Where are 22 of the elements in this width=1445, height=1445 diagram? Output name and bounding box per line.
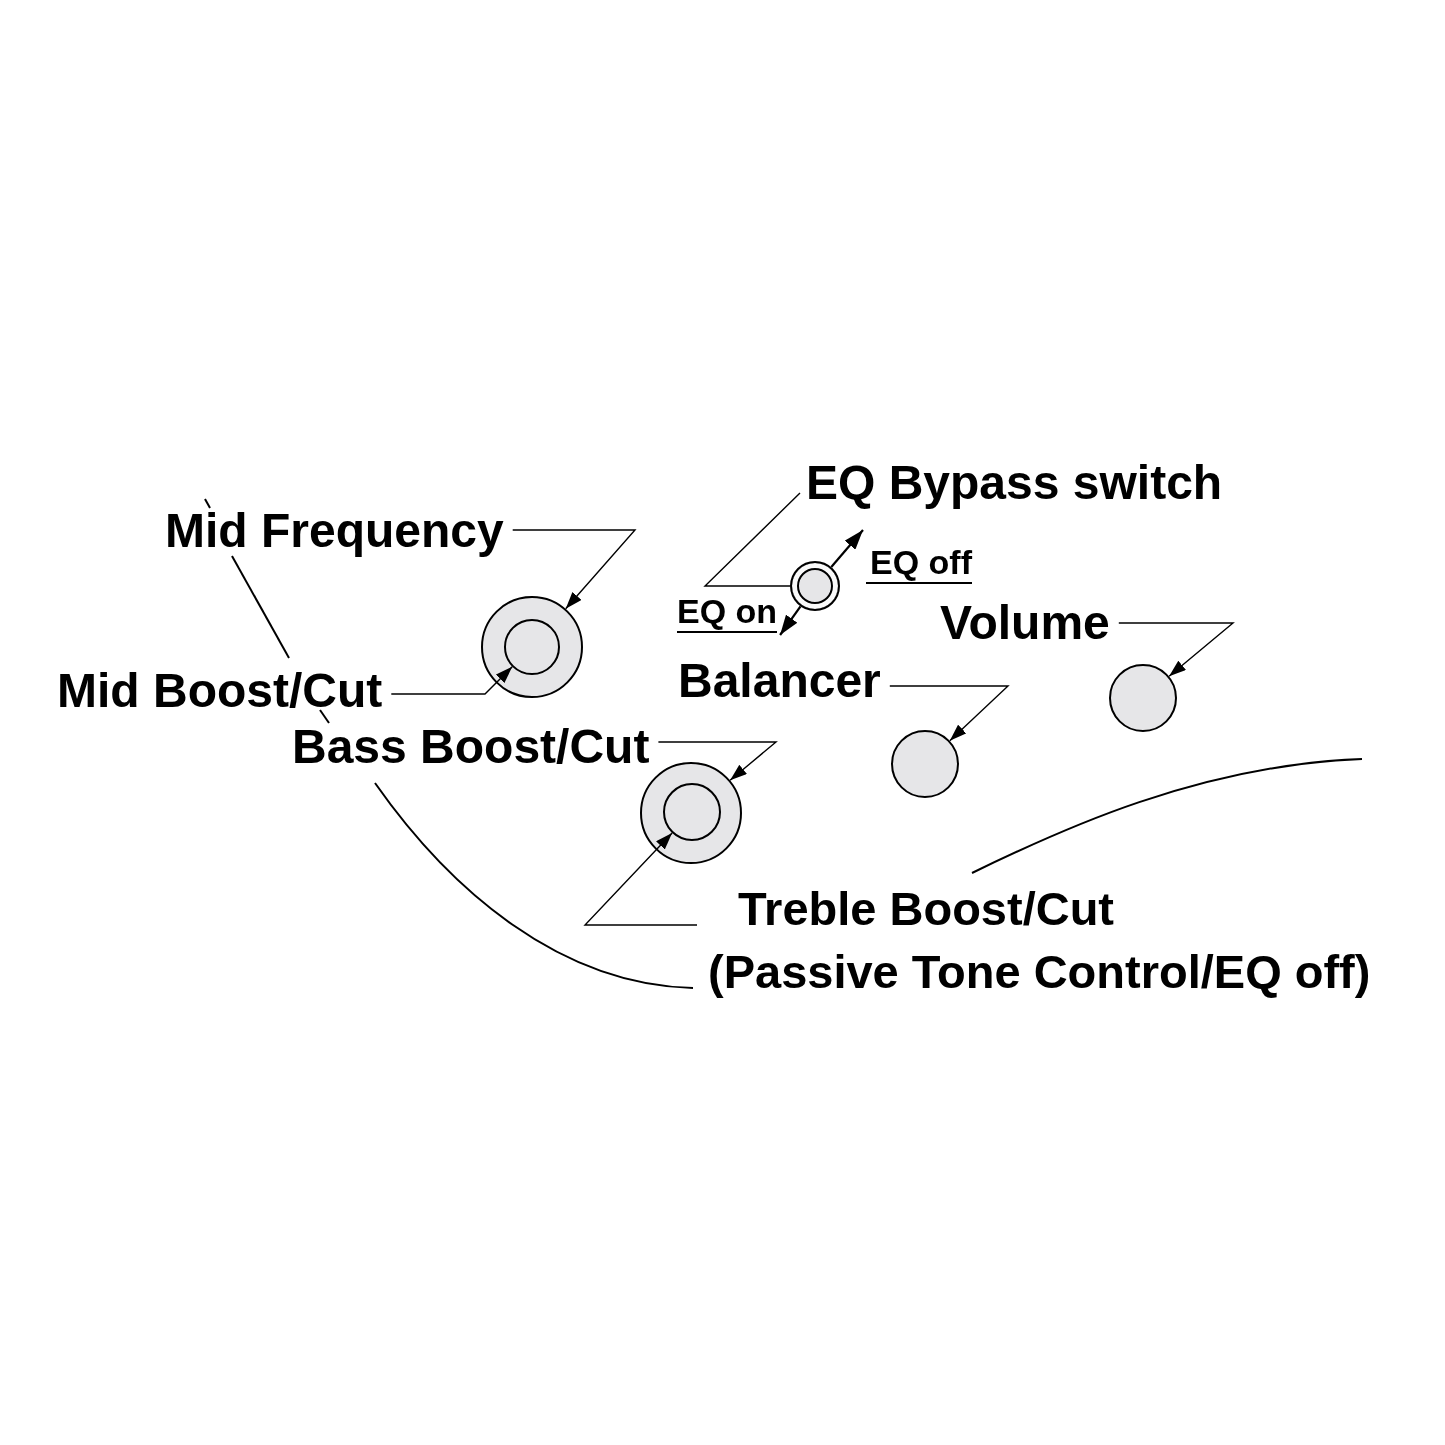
callout-label: (Passive Tone Control/EQ off) xyxy=(708,944,1371,1000)
leader-line xyxy=(703,492,801,587)
callout-label: Mid Boost/Cut xyxy=(57,665,383,717)
inner-knob xyxy=(504,619,560,675)
leader-line xyxy=(830,529,864,568)
switch-position-label: EQ off xyxy=(866,542,972,584)
inner-knob xyxy=(663,783,721,841)
leader-line xyxy=(657,741,778,781)
callout-label: Mid Frequency xyxy=(165,505,504,557)
leader-line xyxy=(583,832,698,926)
callout-label: Balancer xyxy=(678,655,881,707)
leader-line xyxy=(889,685,1010,742)
callout-label: EQ Bypass switch xyxy=(806,457,1223,509)
leader-line xyxy=(390,666,513,695)
leader-line xyxy=(1118,622,1235,677)
switch-position-label: EQ on xyxy=(677,591,778,633)
toggle-switch xyxy=(790,561,840,611)
callout-label: Treble Boost/Cut xyxy=(738,881,1115,937)
callout-label: Bass Boost/Cut xyxy=(292,721,650,773)
leader-line xyxy=(779,605,802,636)
leader-line xyxy=(512,529,637,610)
callout-label: Volume xyxy=(940,597,1110,649)
